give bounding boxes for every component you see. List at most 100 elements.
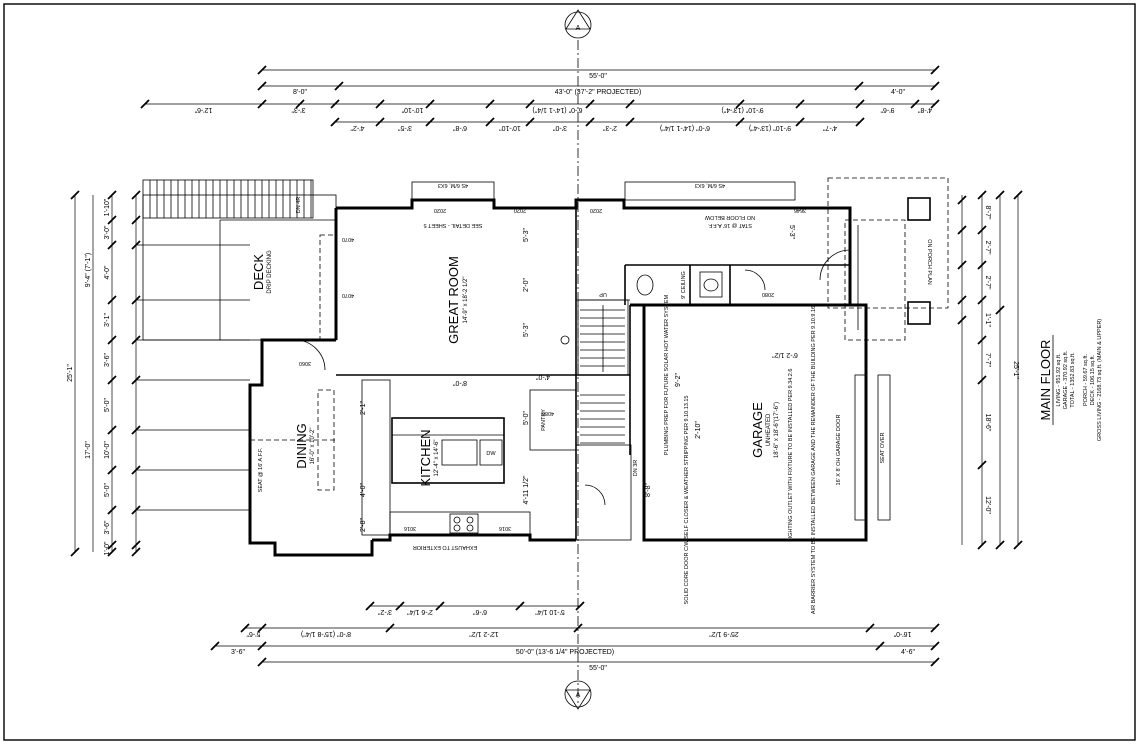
dim-top-right: 4'-0"	[891, 89, 905, 96]
dim-bottom-left: 3'-6"	[231, 649, 245, 656]
note-plumbing: PLUMBING PREP FOR FUTURE SOLAR HOT WATER…	[664, 294, 670, 455]
interior-dim: 2'-1"	[360, 401, 367, 415]
dim-segment: 16'-0"	[893, 630, 911, 637]
interior-dim: 4'-0"	[536, 373, 550, 380]
note-air-barrier: AIR BARRIER SYSTEM TO BE INSTALLED BETWE…	[811, 306, 817, 614]
dim-segment: 2'-6 1/4"	[407, 608, 433, 615]
dim-segment: 1'-1"	[984, 313, 991, 327]
note-see-detail: SEE DETAIL - SHEET 5	[424, 222, 483, 228]
interior-dim: 5'-3"	[523, 323, 530, 337]
door-tag: 2080	[762, 291, 774, 297]
section-marker-top-label: A	[576, 25, 581, 32]
dim-bottom-second: 50'-0" (13'-6 1/4" PROJECTED)	[516, 649, 614, 656]
area-garage: GARAGE - 370.92 sq.ft.	[1063, 350, 1069, 409]
dim-segment: 12'-6"	[194, 106, 212, 113]
dim-segment: 3'-3"	[291, 106, 305, 113]
room-kitchen-size: 12'-4" x 14'-6"	[434, 440, 440, 477]
note-solid-core: SOLID CORE DOOR C/W SELF CLOSER & WEATHE…	[684, 396, 690, 605]
dim-segment: 3'-1"	[104, 313, 111, 327]
interior-dim: 5'-3"	[523, 228, 530, 242]
dim-segment: 5'-10 1/4"	[535, 608, 565, 615]
building-outline	[142, 177, 949, 557]
door-tag: 3060	[299, 360, 311, 366]
dim-segment: 6'-0" (14'-1 1/4")	[532, 106, 582, 113]
door-tag: 2020	[590, 207, 602, 213]
dim-segment: 10'-10"	[401, 106, 423, 113]
dim-segment: 12'-0"	[984, 496, 991, 514]
interior-dim: 2'-10"	[695, 421, 702, 439]
area-total: TOTAL - 1352.83 sq.ft.	[1070, 352, 1076, 408]
section-marker-top: A	[564, 9, 592, 39]
area-gross: GROSS LIVING - 2168.73 sq.ft. (MAIN & UP…	[1097, 319, 1103, 441]
dim-top-left: 8'-0"	[293, 89, 307, 96]
dim-segment: 10'-0"	[104, 441, 111, 459]
deck-stairs	[142, 179, 314, 219]
interior-dim: 2'-0"	[523, 278, 530, 292]
interior-dim: 5'-0"	[523, 411, 530, 425]
note-dw: DW	[486, 451, 496, 457]
dim-segment: 6'-8"	[453, 124, 467, 131]
note-dn-deck: DN 4R	[296, 197, 302, 214]
door-tag: 3646	[794, 207, 806, 213]
dim-segment: 1'-10"	[104, 198, 111, 216]
bottom-dimensions: 55'-0" 3'-6" 50'-0" (13'-6 1/4" PROJECTE…	[210, 601, 940, 672]
door-tag: 4080	[542, 410, 554, 416]
interior-dim: 2'-8"	[360, 518, 367, 532]
dim-segment: 7'-7"	[984, 353, 991, 367]
interior-dim: 6'-2 1/2"	[772, 351, 798, 358]
room-garage-size: 18'-6" x 18'-6"(17'-6")	[774, 402, 780, 458]
interior-dim: 8'-8"	[645, 483, 652, 497]
room-garage-note: UNHEATED	[766, 413, 772, 446]
note-seat-over: SEAT OVER	[880, 432, 886, 463]
sheet-title: MAIN FLOOR	[1038, 340, 1053, 421]
dim-segment: 4'-2"	[350, 124, 364, 131]
dim-segment: 5'-6"	[246, 630, 260, 637]
note-dn-garage: DN 3R	[633, 460, 639, 477]
room-kitchen: KITCHEN	[418, 429, 433, 486]
dim-segment: 18'-6"	[984, 414, 991, 432]
left-dimensions: 25'-1" 9'-4" (7'-1") 17'-0" 1'-10"3'-0"4…	[67, 190, 250, 557]
dim-segment: 5'-0"	[104, 398, 111, 412]
dim-segment: 1'-0"	[104, 541, 111, 555]
right-dimensions: 25'-1" 8'-7"2'-7"2'-7"1'-1"7'-7"18'-6"12…	[957, 190, 1023, 550]
door-tag: 2020	[514, 207, 526, 213]
note-garage-door: 16' X 8' OH GARAGE DOOR	[836, 415, 842, 486]
note-seat-dining: SEAT @ 16' A.F.F.	[258, 447, 264, 492]
door-tag: 4070	[342, 236, 354, 242]
great-room-stairs	[580, 305, 625, 444]
dim-bottom-overall: 55'-0"	[589, 665, 607, 672]
door-tag: 3016	[404, 525, 416, 531]
interior-dim: 8'-0"	[453, 379, 467, 386]
dim-segment: 3'-6"	[104, 353, 111, 367]
dim-segment: 6'-6"	[473, 608, 487, 615]
note-no-floor-below: NO FLOOR BELOW	[704, 214, 755, 220]
note-porch-plan: ON PORCH PLAN	[926, 239, 932, 285]
dim-segment: 2'-7"	[984, 241, 991, 255]
dim-segment: 9'-10" (13'-4")	[721, 106, 763, 113]
section-marker-bottom: A	[564, 680, 592, 710]
interior-dim: 9'-2"	[675, 373, 682, 387]
dim-segment: 3'-6"	[104, 520, 111, 534]
area-porch: PORCH - 59.67 sq.ft.	[1083, 354, 1089, 406]
title-block: MAIN FLOOR LIVING - 951.92 sq.ft. GARAGE…	[1038, 319, 1103, 441]
door-tag: 4070	[342, 292, 354, 298]
top-dimensions: 55'-0" 8'-0" 43'-0" (37'-2" PROJECTED) 4…	[140, 65, 940, 131]
note-pantry: PANTRY	[541, 409, 547, 431]
note-up: UP	[599, 291, 607, 297]
interior-dim: 5'-3"	[788, 225, 795, 239]
sheet-border	[3, 3, 1136, 741]
dim-segment: 10'-10"	[499, 124, 521, 131]
dim-segment: 3'-0"	[553, 124, 567, 131]
dim-segment: 3'-5"	[398, 124, 412, 131]
dim-segment: 8'-7"	[984, 206, 991, 220]
interior-dimensions: 5'-3" 2'-0" 5'-3" 4'-0" 5'-3" 9'-2" 6'-2 1/2" 8…	[360, 225, 798, 532]
note-window-top-1: 4S 6/M, 6X3	[438, 182, 468, 188]
dim-segment: 4'-8"	[918, 106, 932, 113]
dim-left-overall: 25'-1"	[67, 364, 74, 382]
room-deck-note: DRIP DECKING	[267, 250, 273, 294]
dim-top-second: 43'-0" (37'-2" PROJECTED)	[555, 89, 642, 96]
door-tag: 3016	[499, 525, 511, 531]
deck-outline	[142, 194, 337, 341]
door-tag: 2020	[434, 207, 446, 213]
